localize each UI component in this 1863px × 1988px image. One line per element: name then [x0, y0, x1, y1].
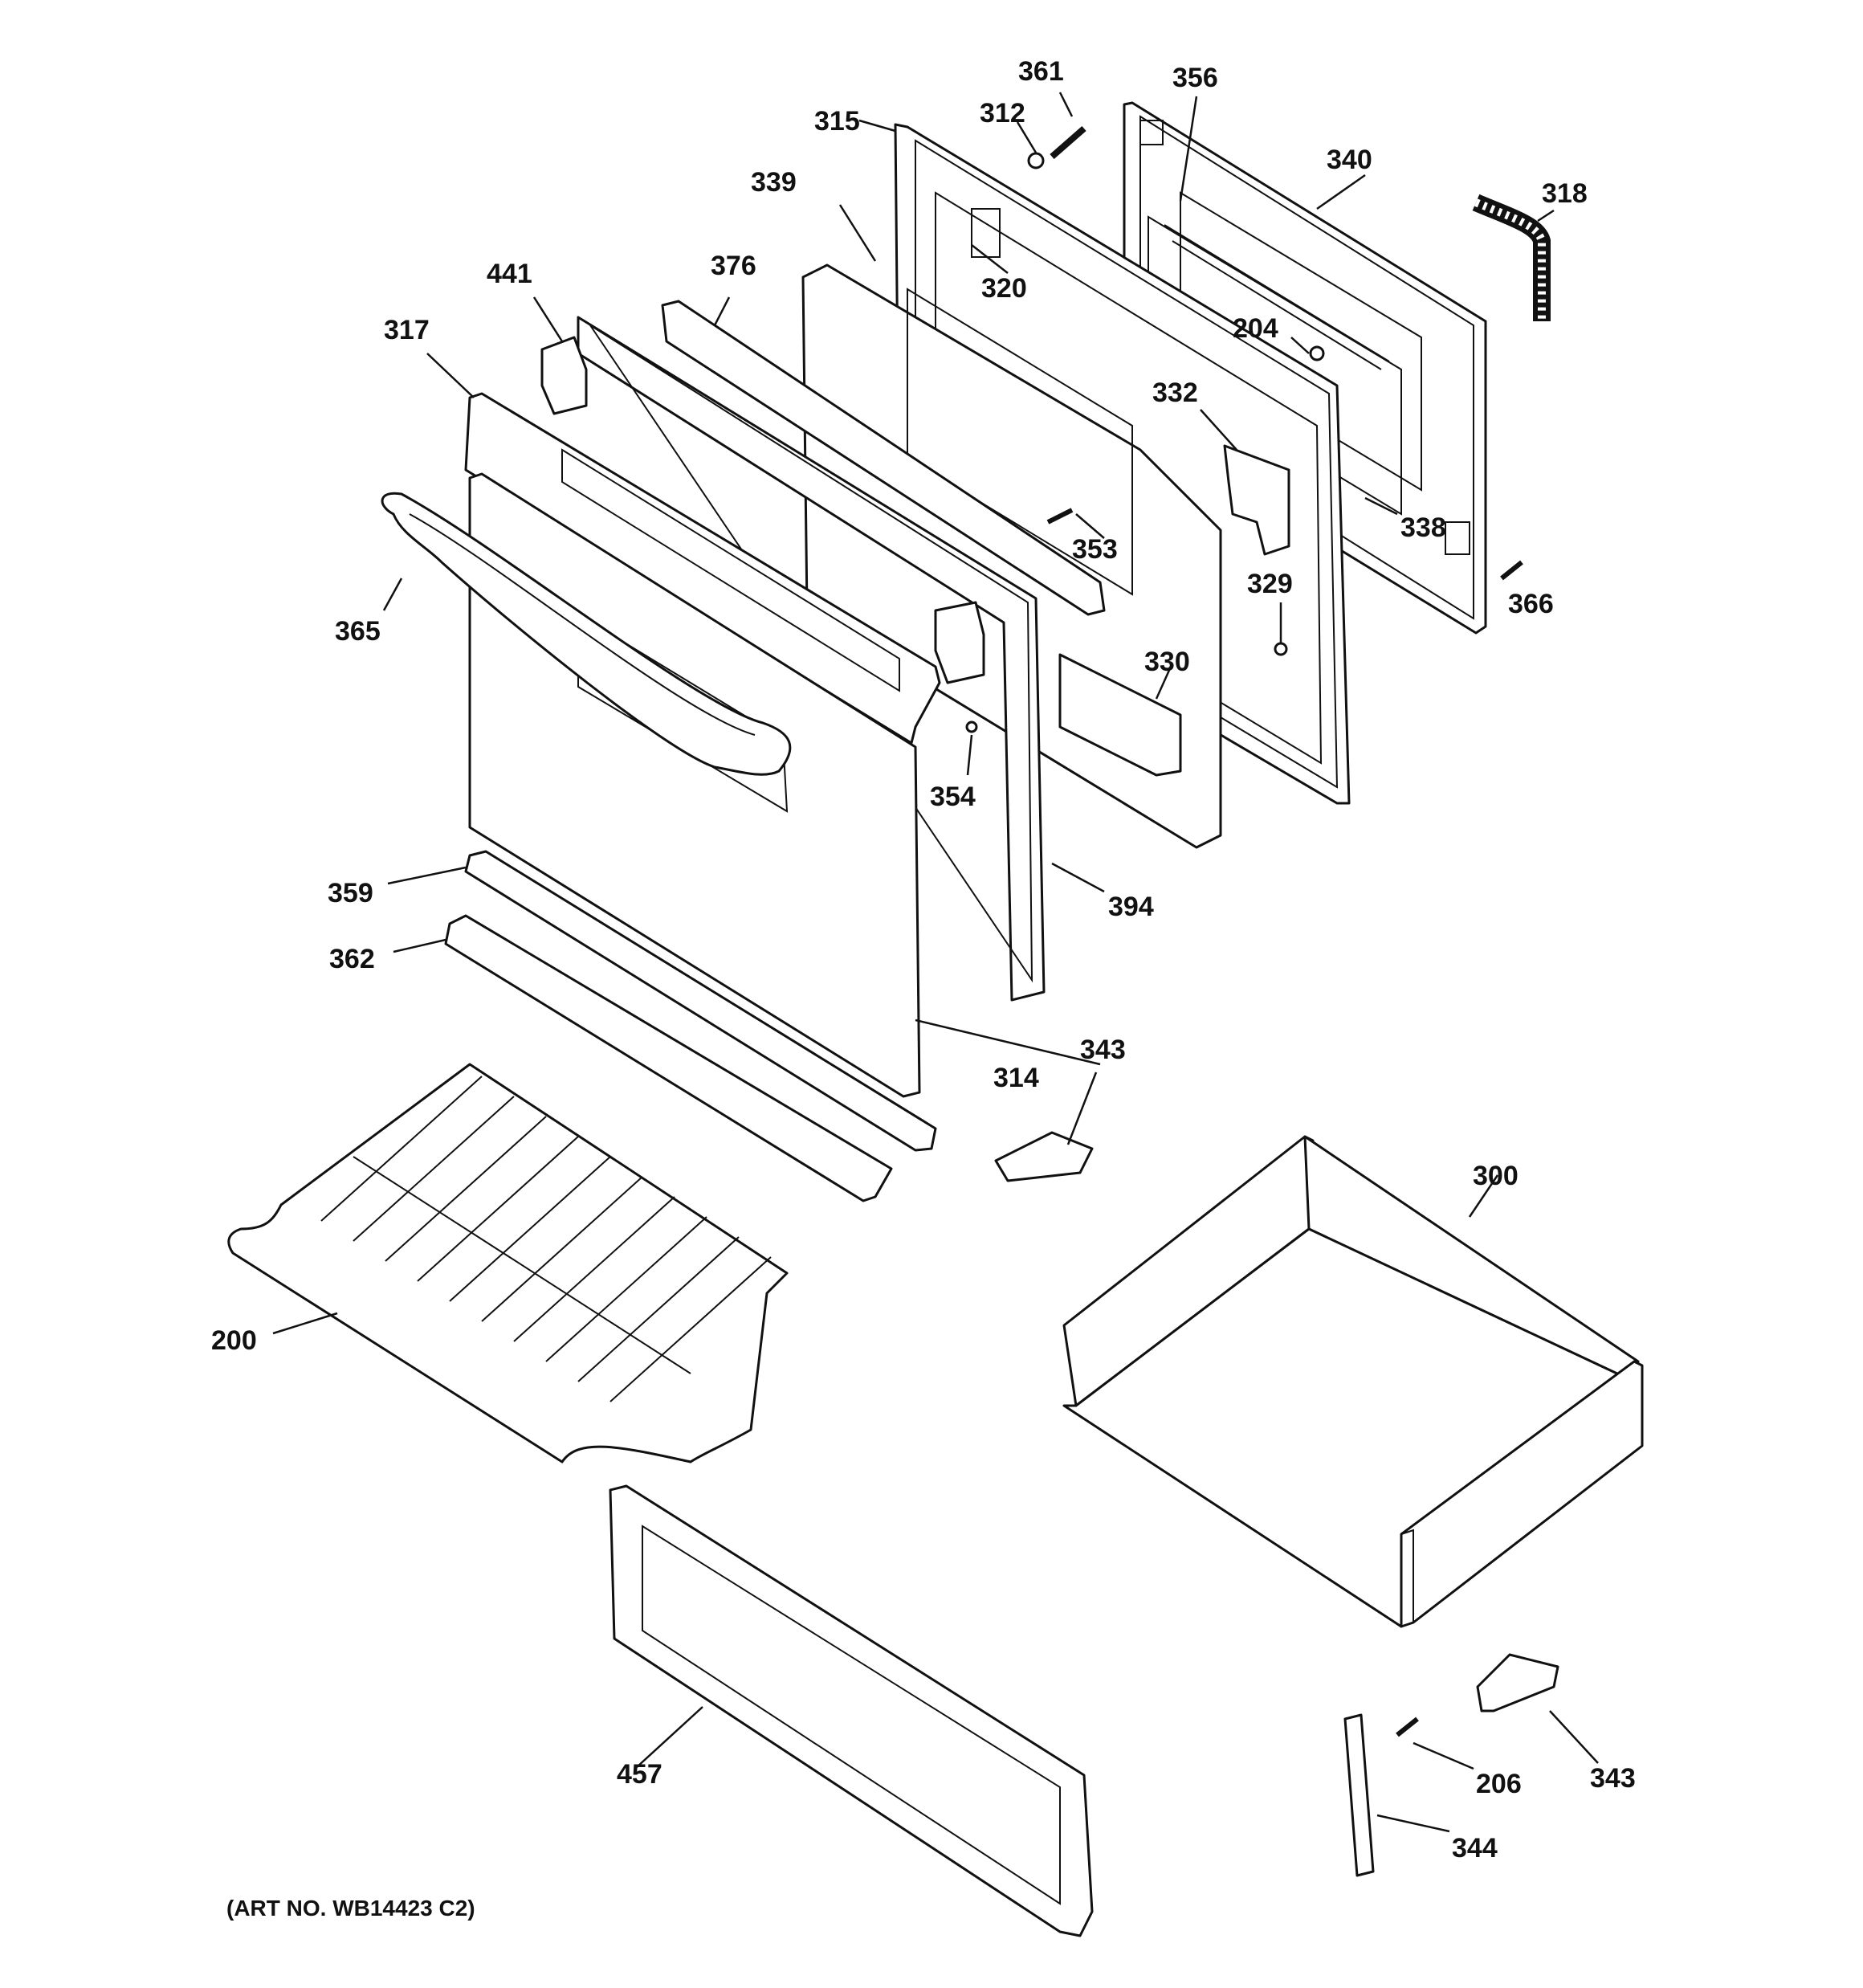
callout-365: 365 — [335, 616, 381, 647]
callout-320: 320 — [981, 273, 1027, 304]
callout-366: 366 — [1508, 589, 1554, 619]
vent-trim-362 — [444, 914, 893, 1202]
screw-361 — [1050, 125, 1086, 160]
callout-343-top: 343 — [1080, 1035, 1126, 1065]
drawer-front-457 — [609, 1484, 1094, 1937]
screw-206 — [1396, 1717, 1419, 1737]
gasket-318 — [1472, 194, 1551, 321]
callout-204: 204 — [1233, 313, 1278, 344]
insulation-332 — [1223, 444, 1290, 556]
screw-353 — [1046, 508, 1074, 525]
oven-rack-200 — [227, 1063, 789, 1463]
callout-362: 362 — [329, 944, 375, 974]
callout-340: 340 — [1327, 145, 1372, 175]
rail-344 — [1343, 1713, 1375, 1877]
callout-206: 206 — [1476, 1769, 1522, 1799]
callout-330: 330 — [1144, 647, 1190, 677]
nut-312 — [1027, 152, 1045, 169]
screw-354 — [965, 720, 978, 733]
callout-332: 332 — [1152, 378, 1198, 408]
callout-356: 356 — [1172, 63, 1218, 93]
callout-300: 300 — [1473, 1161, 1519, 1191]
bracket-330 — [1058, 653, 1182, 777]
callout-318: 318 — [1542, 178, 1588, 209]
screw-366 — [1500, 560, 1523, 581]
art-number: (ART NO. WB14423 C2) — [226, 1896, 475, 1921]
callout-353: 353 — [1072, 534, 1118, 565]
callout-457: 457 — [617, 1759, 662, 1790]
callout-329: 329 — [1247, 569, 1293, 599]
callout-317: 317 — [384, 315, 430, 345]
callout-315: 315 — [814, 106, 860, 137]
hinge-441 — [540, 336, 588, 415]
drawer-guide-343-bottom — [1476, 1653, 1559, 1712]
callout-376: 376 — [711, 251, 756, 281]
callout-441: 441 — [487, 259, 532, 289]
screw-204 — [1309, 345, 1325, 361]
callout-359: 359 — [328, 878, 373, 908]
callout-312: 312 — [980, 98, 1025, 129]
screw-329 — [1274, 642, 1288, 656]
callout-338: 338 — [1400, 512, 1446, 543]
callout-339: 339 — [751, 167, 797, 198]
callout-314: 314 — [993, 1063, 1039, 1093]
bottom-trim-359 — [464, 850, 937, 1152]
callout-200: 200 — [211, 1325, 257, 1356]
drawer-300 — [1062, 1135, 1644, 1628]
callout-361: 361 — [1018, 56, 1064, 87]
top-channel-376 — [661, 300, 1106, 616]
callout-354: 354 — [930, 782, 976, 812]
leader-lines — [272, 92, 1599, 1833]
callout-344: 344 — [1452, 1833, 1498, 1863]
callout-343-bottom: 343 — [1590, 1763, 1636, 1794]
hinge-right — [934, 601, 985, 684]
drawer-guide-343-top — [994, 1131, 1094, 1182]
callout-394: 394 — [1108, 892, 1154, 922]
